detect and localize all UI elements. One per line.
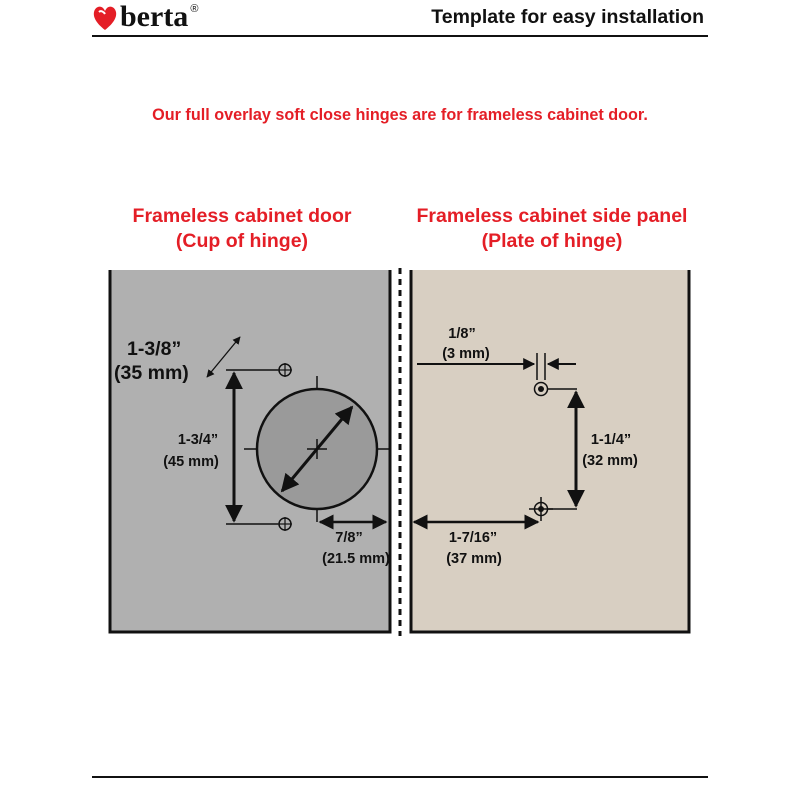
registered-mark: ® <box>190 3 199 15</box>
left-heading-line1: Frameless cabinet door <box>132 205 352 227</box>
plate-extension-lines <box>529 353 577 521</box>
door-panel-outline <box>108 270 392 634</box>
cup-diameter-metric: (35 mm) <box>114 362 189 384</box>
screw-spacing-extension-lines <box>226 369 278 525</box>
door-edge-distance-metric: (21.5 mm) <box>322 551 390 567</box>
right-heading-line2: (Plate of hinge) <box>481 230 623 252</box>
cup-tick-marks <box>244 376 390 522</box>
hole-offset-imperial: 1/8” <box>448 326 475 342</box>
side-panel-outline <box>409 270 691 634</box>
hole-spacing-imperial: 1-1/4” <box>591 432 631 448</box>
screw-spacing-imperial: 1-3/4” <box>178 432 218 448</box>
hole-offset-metric: (3 mm) <box>442 346 490 362</box>
left-panel-heading: Frameless cabinet door (Cup of hinge) <box>108 204 376 254</box>
door-edge-distance-imperial: 7/8” <box>335 530 362 546</box>
cup-diameter-arrow <box>280 405 354 493</box>
side-edge-distance-metric: (37 mm) <box>446 551 502 567</box>
cup-diameter-leader <box>206 336 241 378</box>
cup-diameter-imperial: 1-3/8” <box>127 338 181 360</box>
logo-mark-icon <box>93 6 117 30</box>
hole-spacing-metric: (32 mm) <box>582 453 638 469</box>
intro-text: Our full overlay soft close hinges are f… <box>152 106 648 124</box>
right-heading-line1: Frameless cabinet side panel <box>416 205 688 227</box>
door-screw-hole-top <box>278 363 292 377</box>
screw-spacing-metric: (45 mm) <box>163 454 219 470</box>
brand-logo: berta ® <box>92 2 198 32</box>
right-panel-heading: Frameless cabinet side panel (Plate of h… <box>393 204 711 254</box>
header-divider <box>92 35 708 37</box>
brand-name: berta <box>120 0 189 33</box>
plate-screw-hole-top <box>533 381 549 397</box>
page-title: Template for easy installation <box>431 6 704 28</box>
side-edge-distance-imperial: 1-7/16” <box>449 530 497 546</box>
side-panel <box>411 270 689 632</box>
left-heading-line2: (Cup of hinge) <box>175 230 309 252</box>
door-screw-hole-bottom <box>278 517 292 531</box>
footer-divider <box>92 776 708 778</box>
